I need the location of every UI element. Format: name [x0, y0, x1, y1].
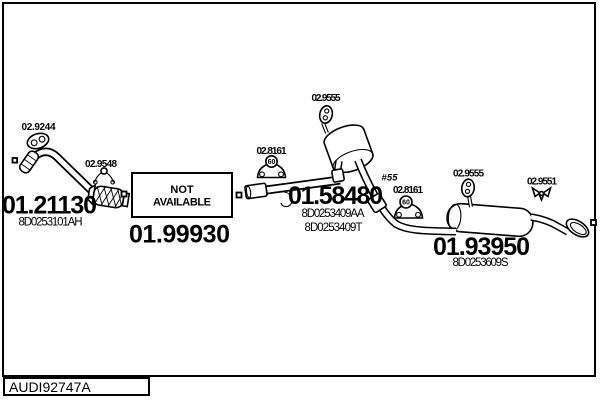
- diameter-note: #55: [382, 173, 399, 184]
- tailpipe-art: [530, 213, 570, 236]
- front-bracket-icon: [92, 167, 116, 185]
- drawing-code-box: AUDI92747A: [3, 376, 150, 397]
- center-hanger-icon: [318, 104, 334, 125]
- part-number-rear-muffler: 01.93950: [433, 233, 530, 261]
- label-bracket-rear: 02.9551: [527, 177, 557, 188]
- label-clamp-front: 02.8161: [257, 146, 287, 157]
- gasket-icon: [26, 132, 50, 150]
- hook-hanger-icon: [280, 191, 293, 208]
- label-hanger-rear: 02.9555: [453, 169, 484, 180]
- marker-square: [235, 191, 243, 199]
- not-available-line2: AVAILABLE: [153, 197, 211, 209]
- marker-square: [590, 219, 597, 226]
- label-gasket: 02.9244: [22, 122, 56, 133]
- not-available-box: [131, 172, 233, 218]
- part-number-unavailable: 01.99930: [129, 221, 230, 249]
- drawing-code: AUDI92747A: [9, 378, 91, 395]
- oem-rear-muffler: 8D0253609S: [453, 257, 509, 269]
- pipe-sleeve: [244, 182, 268, 200]
- marker-square: [11, 157, 18, 164]
- marker-square: [120, 190, 128, 198]
- oem1-center-muffler: 8D0253409AA: [302, 208, 365, 220]
- label-hanger-center: 02.9555: [312, 93, 341, 104]
- front-pipe-art: [31, 147, 97, 197]
- rear-bracket-icon: [531, 186, 552, 203]
- front-flange: [18, 150, 40, 174]
- rear-clamp-icon: 60: [393, 195, 424, 219]
- rear-clamp-badge: 60: [402, 200, 410, 207]
- oem2-center-muffler: 8D0253409T: [305, 222, 363, 234]
- rear-hanger-icon: [460, 178, 476, 198]
- label-clamp-rear: 02.8161: [393, 185, 423, 196]
- diagram-frame: [2, 2, 596, 377]
- junction-sleeve: [331, 168, 345, 183]
- part-number-center-muffler: 01.58480: [288, 182, 383, 210]
- oem-front-pipe: 8D0253101AH: [19, 217, 83, 229]
- label-bracket-front: 02.9548: [85, 159, 117, 170]
- front-clamp-icon: 60: [256, 155, 287, 179]
- part-number-front-pipe: 01.21130: [2, 192, 97, 220]
- rear-pipe-sleeve: [367, 192, 387, 214]
- front-clamp-badge: 60: [268, 159, 276, 166]
- tailpipe-tip: [565, 218, 590, 238]
- not-available-line1: NOT: [170, 184, 194, 196]
- flex-coupling: [87, 183, 131, 209]
